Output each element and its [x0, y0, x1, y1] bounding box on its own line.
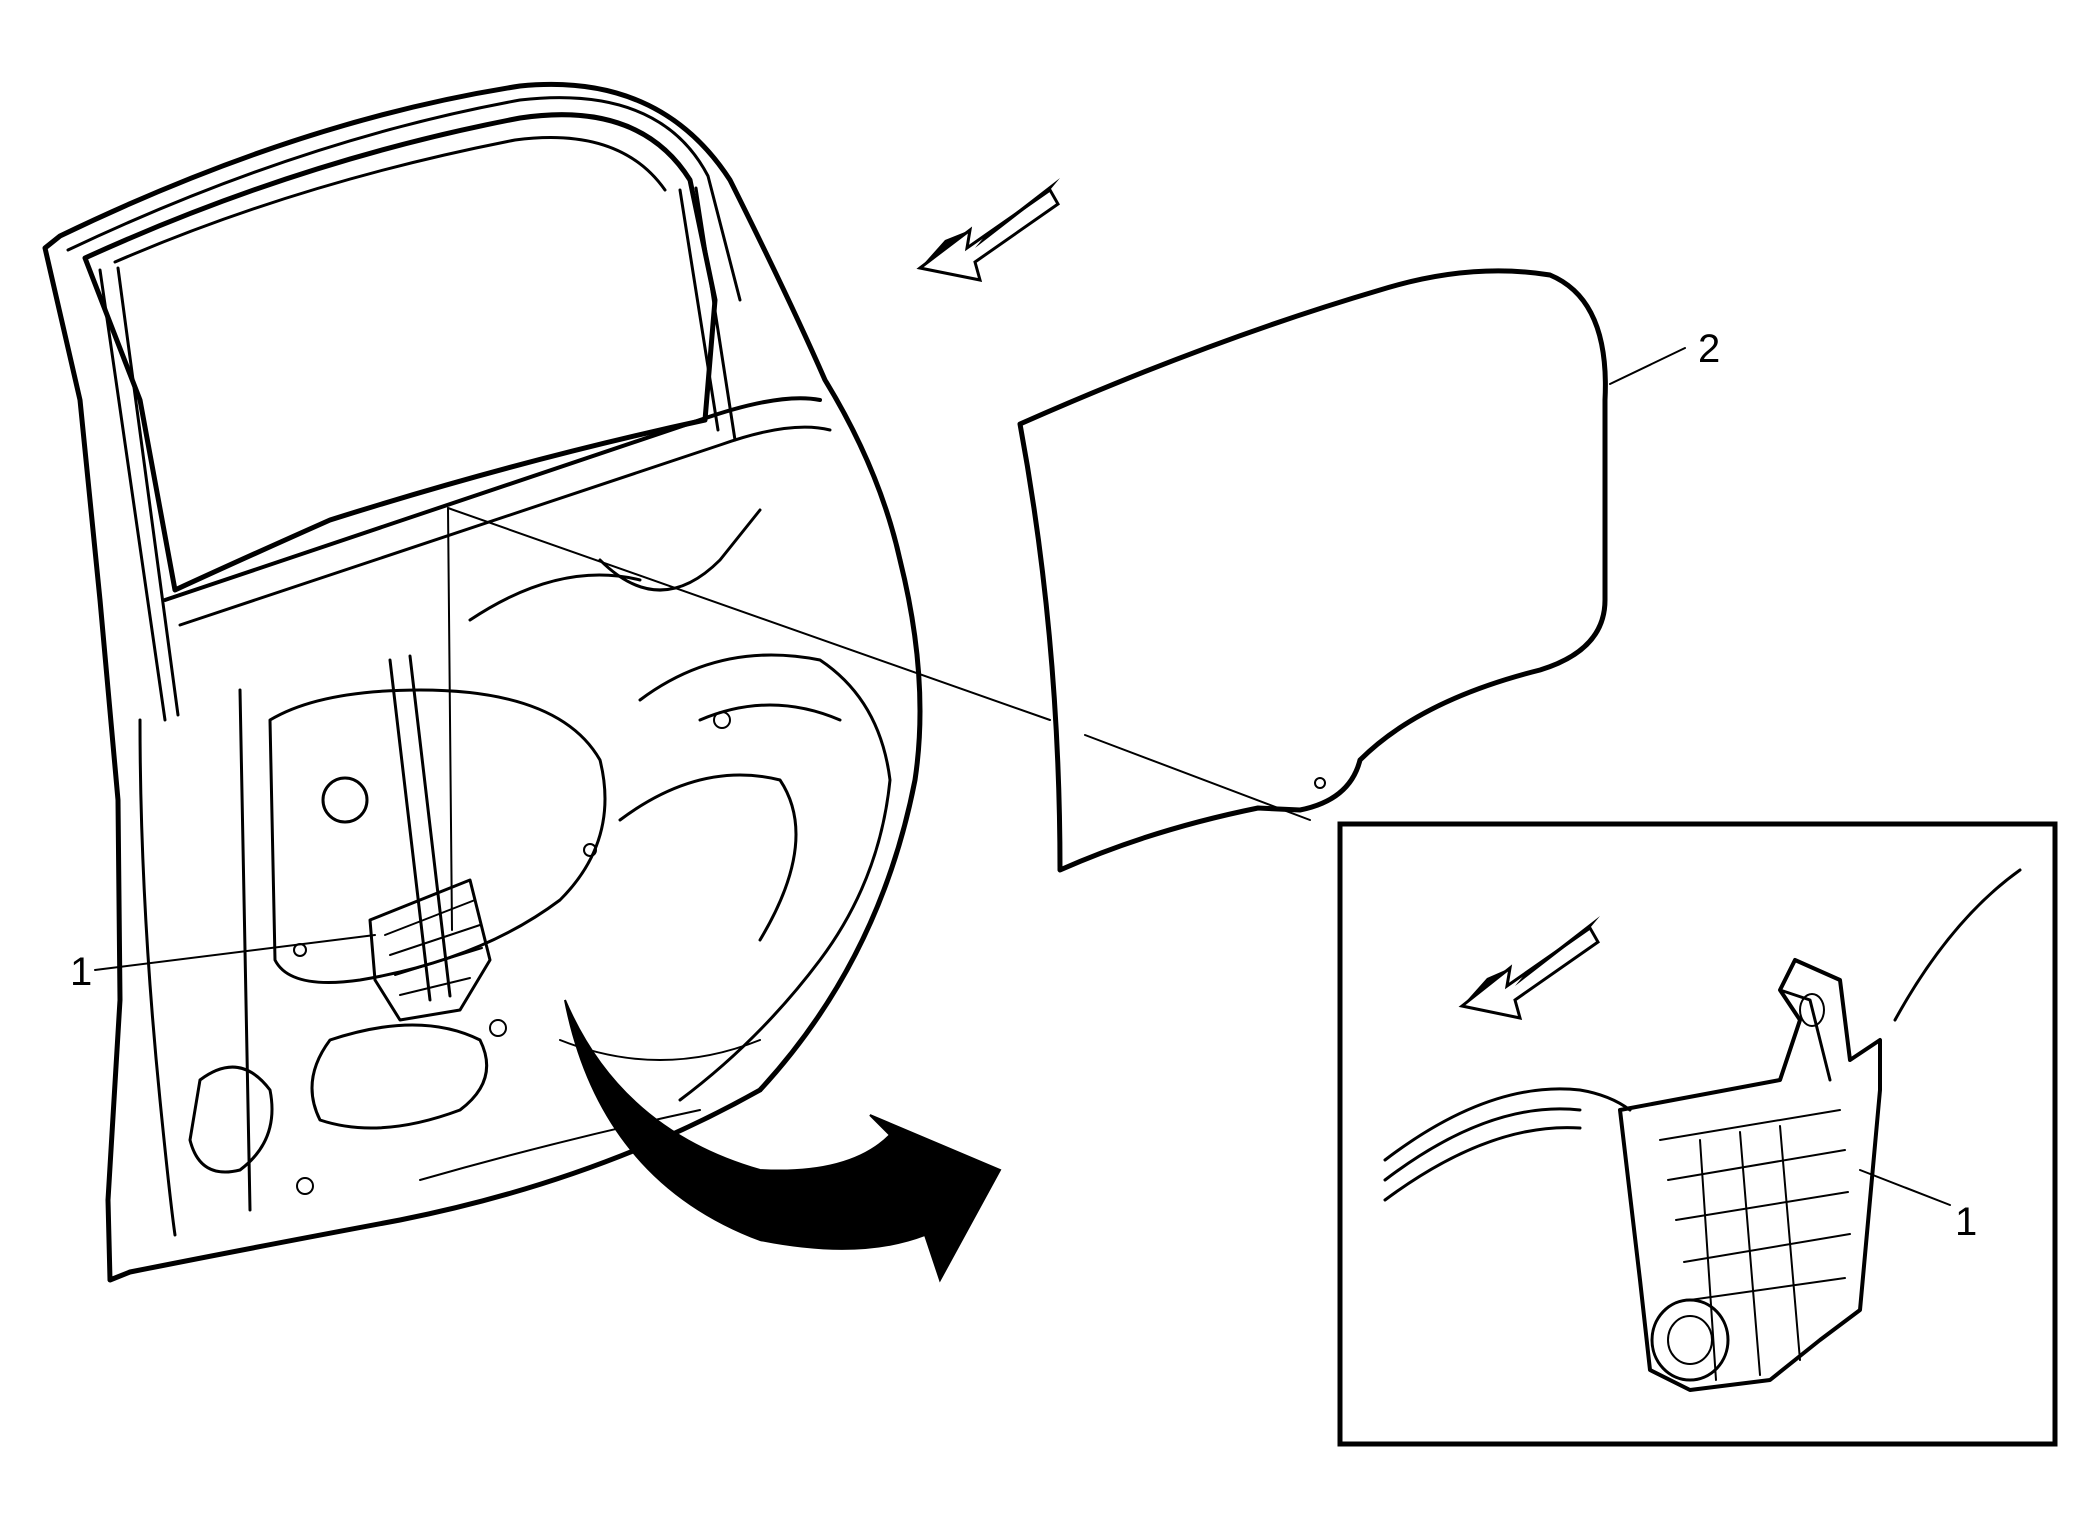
- rear-door-frame: [42, 81, 923, 1283]
- detail-callout-leader: [1859, 1169, 1951, 1206]
- detail-inset: [1337, 821, 2058, 1447]
- callout-2-label: 2: [1698, 327, 1720, 371]
- forward-arrow-main-icon: [916, 178, 1060, 282]
- window-glass: [1017, 268, 1608, 873]
- regulator-callout-leader: [94, 934, 376, 971]
- callout-1-main-label: 1: [70, 950, 92, 994]
- forward-arrow-detail-icon: [1458, 916, 1600, 1020]
- callout-1-detail-label: 1: [1955, 1200, 1977, 1244]
- glass-leader-lines: [447, 507, 1311, 931]
- curved-detail-arrow-icon: [564, 999, 1002, 1283]
- glass-callout-leader: [1609, 347, 1686, 385]
